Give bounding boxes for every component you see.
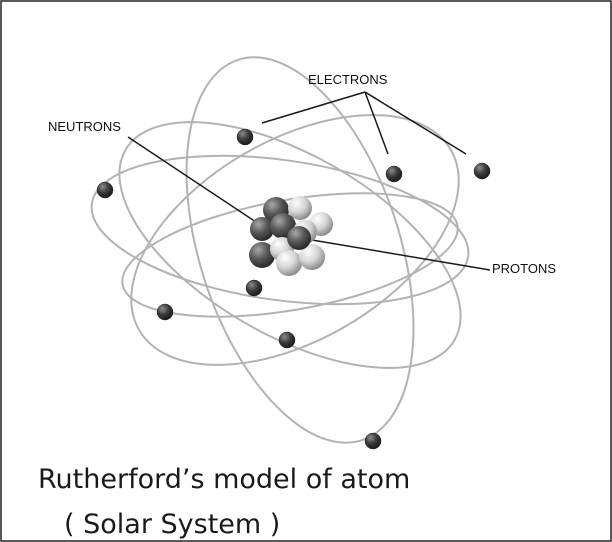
proton xyxy=(299,244,325,270)
leader-lines xyxy=(127,91,491,271)
electrons-leader-1 xyxy=(261,91,366,124)
electrons-leader-2 xyxy=(364,91,389,155)
electron xyxy=(473,162,491,180)
label-neutrons: NEUTRONS xyxy=(48,119,121,134)
electron xyxy=(385,165,403,183)
electron xyxy=(156,303,174,321)
caption-subtitle: ( Solar System ) xyxy=(64,509,280,540)
neutron xyxy=(249,242,275,268)
caption-title: Rutherford’s model of atom xyxy=(38,464,410,495)
orbit-steep-left xyxy=(130,114,460,366)
nucleus xyxy=(249,196,333,276)
electron xyxy=(96,181,114,199)
electron xyxy=(278,331,296,349)
electron xyxy=(364,432,382,450)
orbit-horizontal-upper xyxy=(90,154,470,306)
electron xyxy=(245,279,263,297)
orbit-steep-right xyxy=(118,121,462,369)
proton xyxy=(276,250,302,276)
neutron xyxy=(250,217,274,241)
neutron xyxy=(287,226,311,250)
neutrons-leader xyxy=(127,136,263,227)
orbits xyxy=(90,56,470,444)
electrons-leader-3 xyxy=(364,91,467,155)
orbit-vertical xyxy=(185,56,415,444)
electrons xyxy=(96,128,491,450)
proton xyxy=(288,196,312,220)
electron xyxy=(236,128,254,146)
protons-leader xyxy=(311,239,491,271)
label-protons: PROTONS xyxy=(492,261,556,276)
label-electrons: ELECTRONS xyxy=(308,72,388,87)
